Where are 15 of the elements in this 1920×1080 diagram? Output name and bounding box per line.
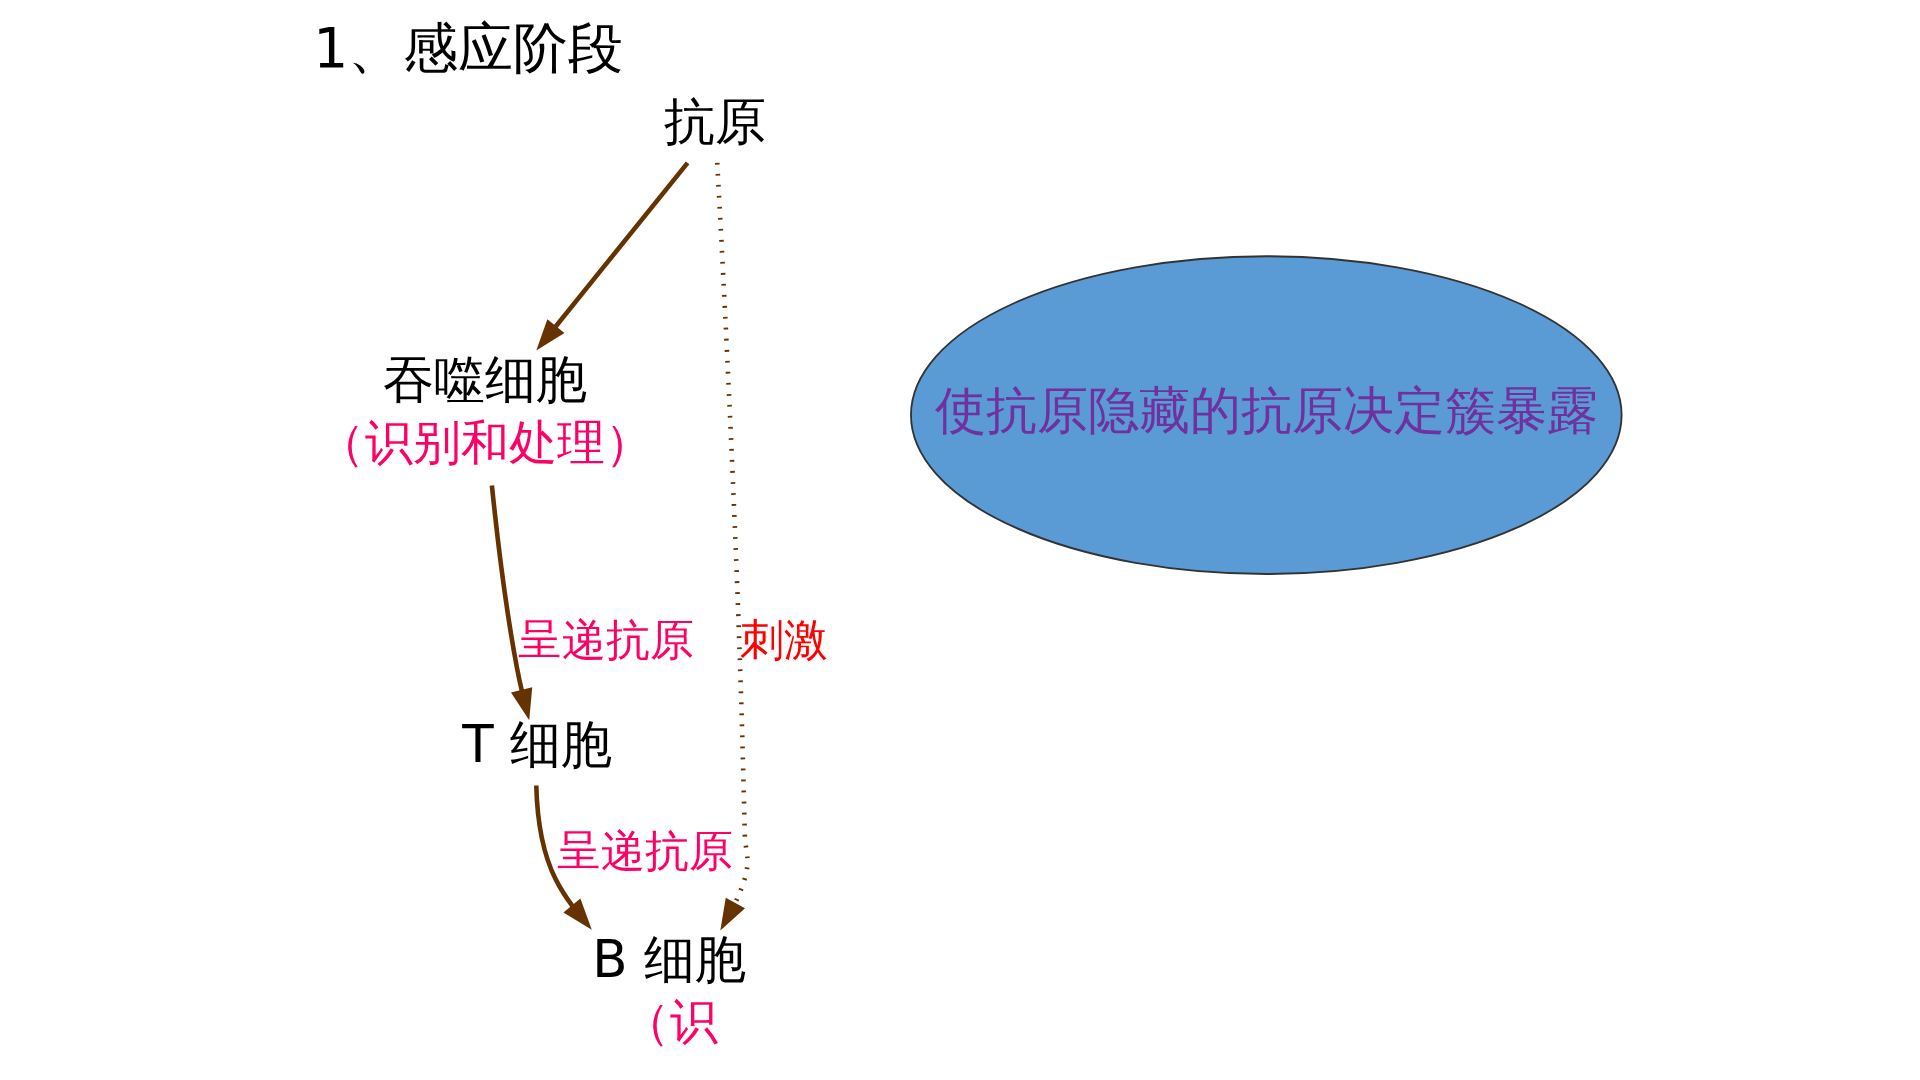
diagram-title: 1、感应阶段 <box>313 16 624 81</box>
node-text: B 细胞 <box>592 928 746 989</box>
node-text: 抗原 <box>664 91 767 152</box>
node-text: T 细胞 <box>462 714 612 775</box>
node-label: （识 <box>621 994 718 1050</box>
edge-label: 呈递抗原 <box>517 614 694 666</box>
arrow <box>714 162 750 931</box>
arrow <box>536 161 690 351</box>
node-ellipse: 使抗原隐藏的抗原决定簇暴露 <box>910 255 1623 575</box>
node-text: 吞噬细胞 <box>382 349 587 410</box>
arrow <box>533 785 592 930</box>
edge-label: 刺激 <box>740 614 829 666</box>
node-label: （识别和处理） <box>316 414 653 470</box>
edge-label: 呈递抗原 <box>556 825 733 877</box>
arrow <box>489 485 533 721</box>
